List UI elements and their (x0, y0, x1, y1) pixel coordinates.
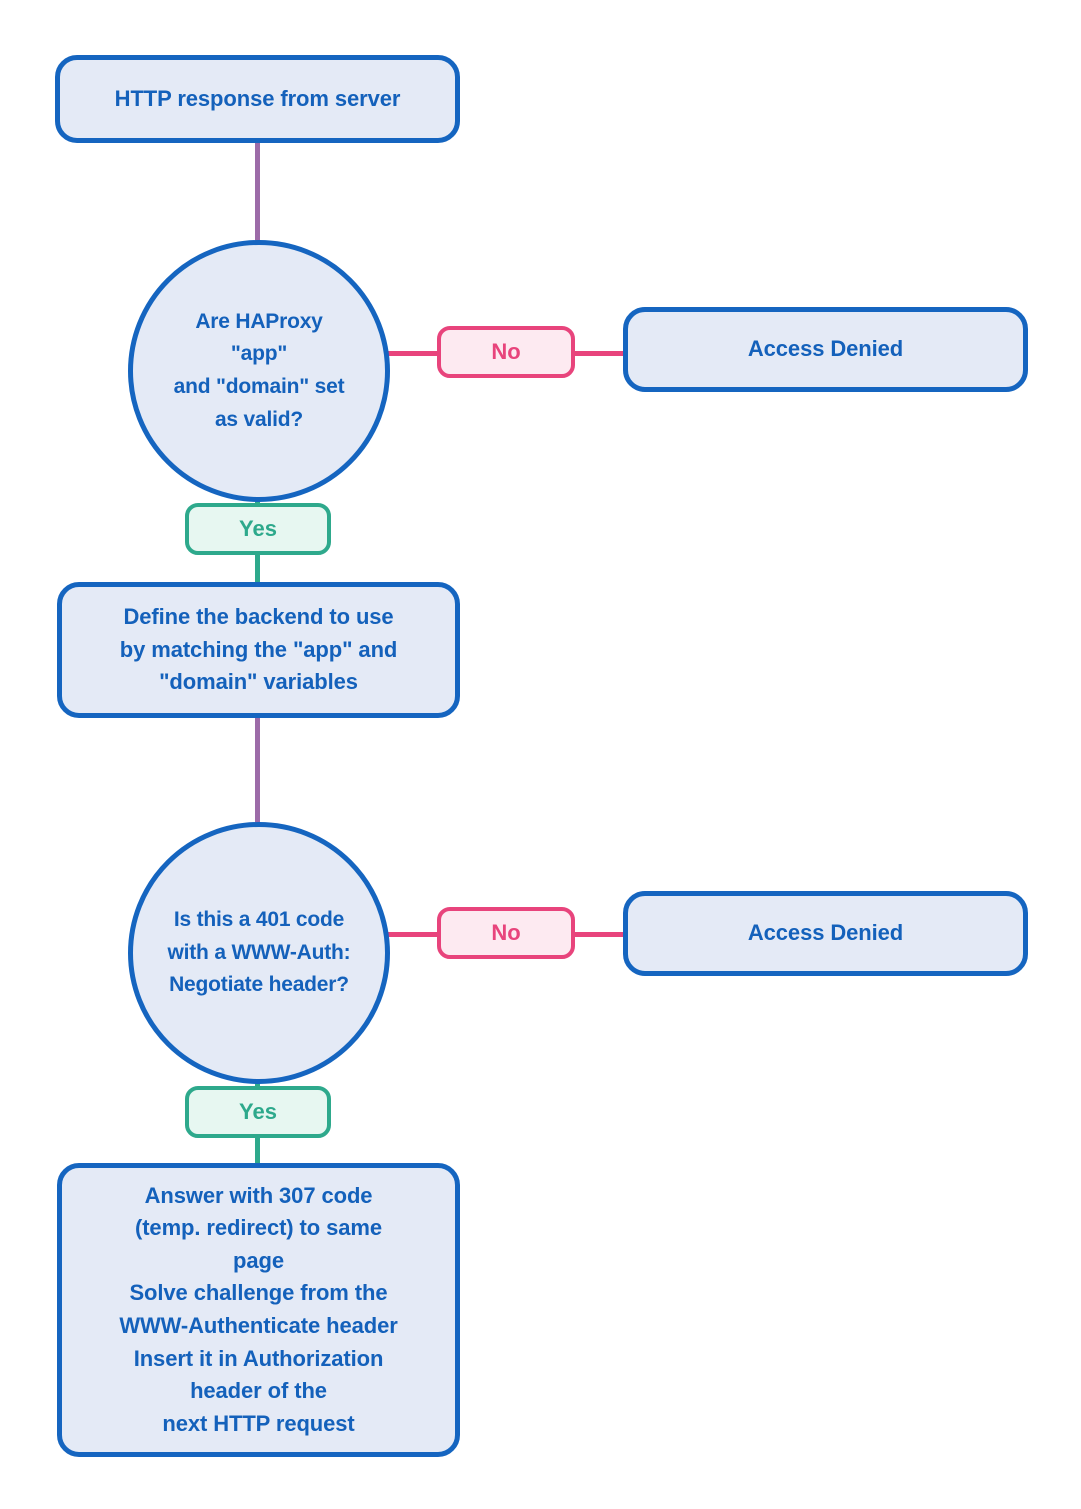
node-decision-haproxy-vars[interactable]: Are HAProxy "app" and "domain" set as va… (128, 240, 390, 502)
node-define-backend[interactable]: Define the backend to use by matching th… (57, 582, 460, 718)
edge-label-yes-2[interactable]: Yes (185, 1086, 331, 1138)
node-start-label: HTTP response from server (114, 85, 401, 111)
node-decision-haproxy-vars-label: Are HAProxy "app" and "domain" set as va… (173, 309, 345, 431)
node-access-denied-1-label: Access Denied (747, 336, 904, 362)
edge-yes-label-to-define-backend (255, 550, 260, 586)
edge-label-yes-1[interactable]: Yes (185, 503, 331, 555)
edge-label-yes-2-text: Yes (239, 1099, 277, 1124)
edge-yes-label-to-answer307 (255, 1133, 260, 1169)
node-answer-307[interactable]: Answer with 307 code (temp. redirect) to… (57, 1163, 460, 1457)
node-decision-401-negotiate-label: Is this a 401 code with a WWW-Auth: Nego… (167, 908, 351, 997)
node-access-denied-2-label: Access Denied (747, 920, 904, 946)
edge-label-no-2[interactable]: No (437, 907, 575, 959)
edge-label-yes-1-text: Yes (239, 516, 277, 541)
edge-label-no-1-text: No (491, 339, 521, 364)
edge-decision1-to-no-label (388, 351, 440, 356)
node-start[interactable]: HTTP response from server (55, 55, 460, 143)
edge-no-label-to-access-denied1 (572, 351, 628, 356)
edge-no-label-to-access-denied2 (572, 932, 628, 937)
edge-label-no-2-text: No (491, 920, 521, 945)
node-decision-401-negotiate[interactable]: Is this a 401 code with a WWW-Auth: Nego… (128, 822, 390, 1084)
node-access-denied-1[interactable]: Access Denied (623, 307, 1028, 392)
node-access-denied-2[interactable]: Access Denied (623, 891, 1028, 976)
edge-start-to-decision1 (255, 138, 260, 248)
node-answer-307-label: Answer with 307 code (temp. redirect) to… (119, 1182, 398, 1436)
node-define-backend-label: Define the backend to use by matching th… (119, 604, 398, 695)
edge-define-backend-to-decision2 (255, 715, 260, 825)
edge-decision2-to-no-label (388, 932, 440, 937)
edge-label-no-1[interactable]: No (437, 326, 575, 378)
